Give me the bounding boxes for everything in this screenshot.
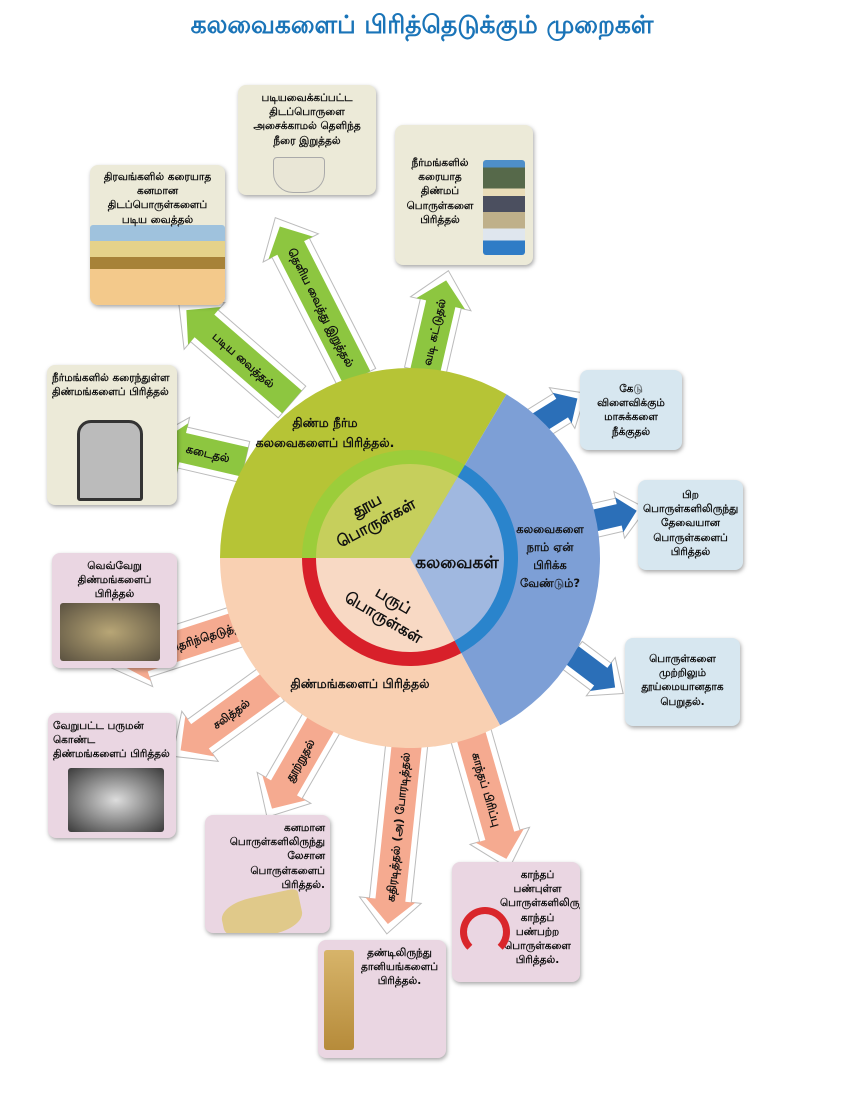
box-decantation-text: படியவைக்கப்பட்ட திடப்பொருளை அசைக்காமல் த… [253, 92, 361, 147]
box-reason-purity: பொருள்களை முற்றிலும் தூய்மையானதாக பெறுதல… [625, 638, 740, 726]
box-winnowing: கனமான பொருள்களிலிருந்து லேசான பொருள்களைப… [205, 815, 330, 933]
box-reason-useful: பிற பொருள்களிலிருந்து தேவையான பொருள்களைப… [638, 480, 743, 570]
arrow-shape [365, 740, 422, 924]
arrow-winnowing: தூற்றுதல் [256, 710, 341, 818]
box-reason1-text: கேடு விளைவிக்கும் மாசுக்களை நீக்குதல் [597, 383, 665, 438]
green-sector-line1: திண்ம நீர்ம [292, 415, 358, 431]
arrow-shape [455, 727, 524, 859]
box-threshing-text: தண்டிலிருந்து தானியங்களைப் பிரித்தல். [360, 947, 439, 988]
ring-arc-blue [454, 464, 518, 654]
sieve-image [68, 768, 164, 832]
threshing-image [324, 950, 354, 1050]
arrow-shape [159, 423, 249, 477]
handpicking-image [60, 603, 160, 661]
arrow-magnetic: காந்தப் பிரிப்பு [449, 725, 531, 870]
inner-pure-substances [315, 463, 459, 558]
inner-matter [314, 558, 456, 653]
box-threshing: தண்டிலிருந்து தானியங்களைப் பிரித்தல். [318, 940, 446, 1058]
mixtures-wheel [220, 368, 601, 748]
peach-sector-label: திண்மங்களைப் பிரித்தல் [291, 676, 431, 692]
arrow-shape [180, 671, 281, 757]
arrow-shape [268, 226, 371, 385]
arrow-shape [186, 307, 302, 414]
jug-image [273, 157, 325, 193]
arrow-shape [585, 497, 637, 533]
box-magnetic-text: காந்தப் பண்புள்ள பொருள்களிலிருந்து காந்த… [500, 869, 580, 967]
arrow-threshing: கதிரடித்தல் (அ) போரடித்தல் [358, 739, 429, 935]
box-handpicking-text: வெவ்வேறு திண்மங்களைப் பிரித்தல் [77, 560, 152, 601]
box-reason3-text: பொருள்களை முற்றிலும் தூய்மையானதாக பெறுதல… [641, 653, 724, 708]
inner-mixtures [410, 476, 505, 642]
box-churning-text: நீர்மங்களில் கரைந்துள்ள திண்மங்களைப் பிர… [52, 372, 170, 399]
filter-image [483, 160, 525, 255]
box-filtration: நீர்மங்களில் கரையாத திண்மப் பொருள்களை பி… [395, 125, 533, 265]
box-reason2-text: பிற பொருள்களிலிருந்து தேவையான பொருள்களைப… [643, 489, 739, 558]
mixtures-label: கலவைகள் [415, 553, 499, 573]
why-line1: கலவைகளை [516, 522, 584, 536]
box-filtration-text: நீர்மங்களில் கரையாத திண்மப் பொருள்களை பி… [406, 157, 474, 226]
why-line4: வேண்டும்? [520, 576, 580, 590]
box-sedimentation: திரவங்களில் கரையாத கனமான திடப்பொருள்களைப… [90, 165, 225, 305]
box-handpicking: வெவ்வேறு திண்மங்களைப் பிரித்தல் [52, 553, 177, 668]
box-decantation: படியவைக்கப்பட்ட திடப்பொருளை அசைக்காமல் த… [238, 85, 376, 195]
box-sieving-text: வேறுபட்ட பருமன் கொண்ட திண்மங்களைப் பிரித… [53, 720, 170, 761]
arrow-reason-purity [561, 640, 624, 697]
churner-image [77, 420, 143, 501]
box-sedimentation-text: திரவங்களில் கரையாத கனமான திடப்பொருள்களைப… [103, 171, 212, 226]
winnowing-basket-image [218, 887, 306, 933]
box-reason-pollutants: கேடு விளைவிக்கும் மாசுக்களை நீக்குதல் [580, 370, 682, 450]
sediment-image [90, 225, 225, 305]
page-title: கலவைகளைப் பிரித்தெடுக்கும் முறைகள் [190, 10, 654, 39]
arrow-sedimentation: படிய வைத்தல் [178, 301, 307, 419]
arrow-filtration: வடி கட்டுதல் [403, 269, 472, 378]
why-line2: நாம் ஏன் [526, 540, 575, 555]
ring-arc-red [302, 557, 462, 666]
box-magnetic: காந்தப் பண்புள்ள பொருள்களிலிருந்து காந்த… [452, 862, 580, 982]
box-winnowing-text: கனமான பொருள்களிலிருந்து லேசான பொருள்களைப… [229, 822, 325, 891]
green-sector-line2: கலவைகளைப் பிரித்தல். [256, 435, 395, 451]
magnet-image [460, 907, 510, 957]
ring-arc-green [302, 450, 465, 559]
box-sieving: வேறுபட்ட பருமன் கொண்ட திண்மங்களைப் பிரித… [48, 713, 176, 838]
box-churning: நீர்மங்களில் கரைந்துள்ள திண்மங்களைப் பிர… [47, 365, 177, 505]
arrow-shape [262, 714, 335, 809]
why-line3: பிரிக்க [533, 558, 567, 572]
arrow-sieving: சலித்தல் [171, 666, 286, 763]
arrow-shape [410, 280, 466, 376]
arrow-shape [565, 646, 616, 692]
arrow-reason-useful [583, 490, 648, 540]
